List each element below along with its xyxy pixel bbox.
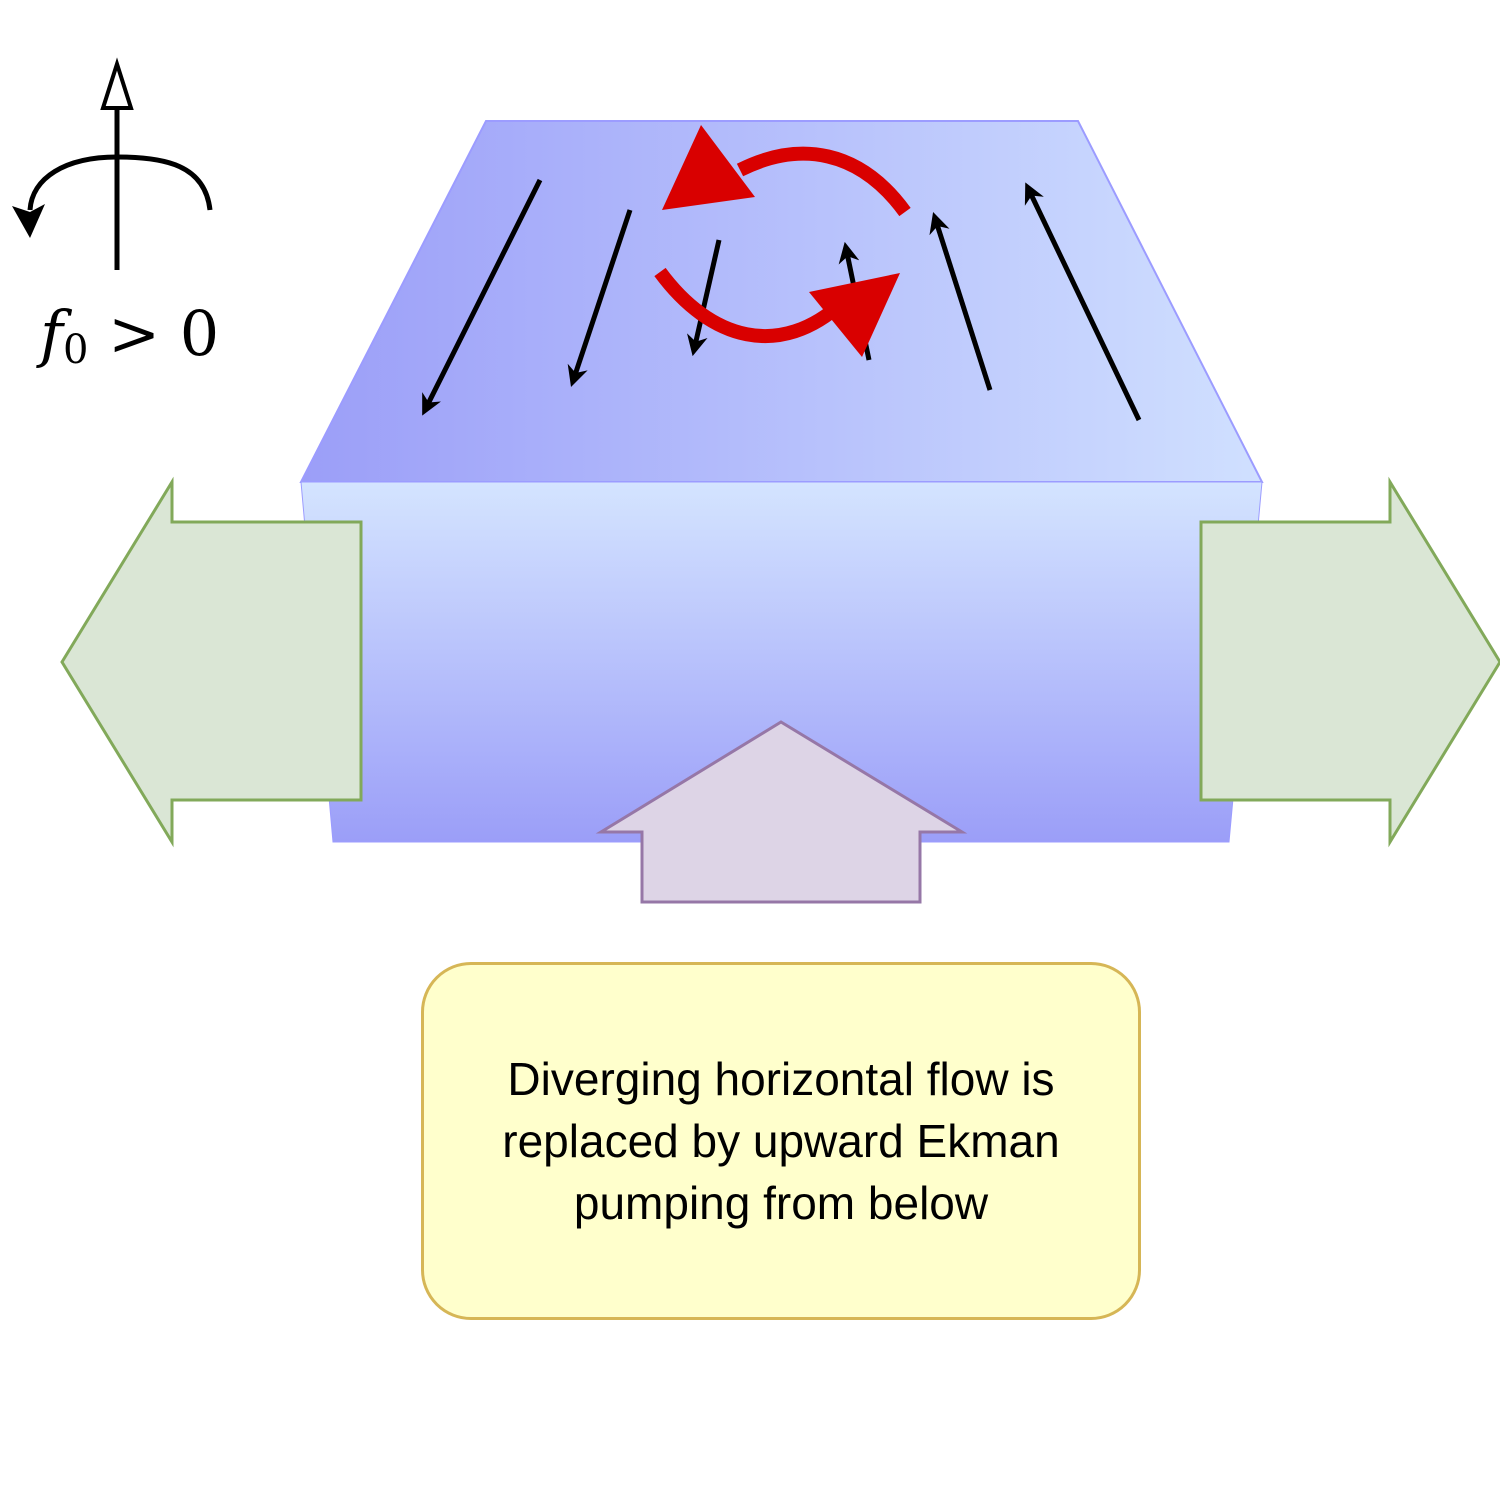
fluid-layer-top-face bbox=[299, 120, 1264, 483]
outflow-arrow-right bbox=[1199, 476, 1500, 848]
rotation-label: f0 > 0 bbox=[36, 297, 219, 373]
flow-arrow-down-1 bbox=[422, 178, 543, 416]
rotation-indicator-icon bbox=[12, 57, 213, 270]
flow-arrow-down-3 bbox=[687, 239, 722, 357]
eddy-arrow-bottom bbox=[654, 267, 848, 343]
explanation-callout: Diverging horizontal flow is replaced by… bbox=[421, 962, 1141, 1320]
flow-arrow-down-2 bbox=[567, 209, 633, 387]
eddy-arrow-top bbox=[736, 146, 911, 217]
ekman-upflow-arrow bbox=[595, 720, 968, 904]
outflow-arrow-left bbox=[60, 476, 363, 848]
flow-arrow-up-3 bbox=[1024, 182, 1142, 422]
eddy-circulation-arrows bbox=[654, 125, 911, 357]
explanation-text: Diverging horizontal flow is replaced by… bbox=[502, 1052, 1060, 1230]
flow-arrow-up-2 bbox=[929, 211, 993, 391]
